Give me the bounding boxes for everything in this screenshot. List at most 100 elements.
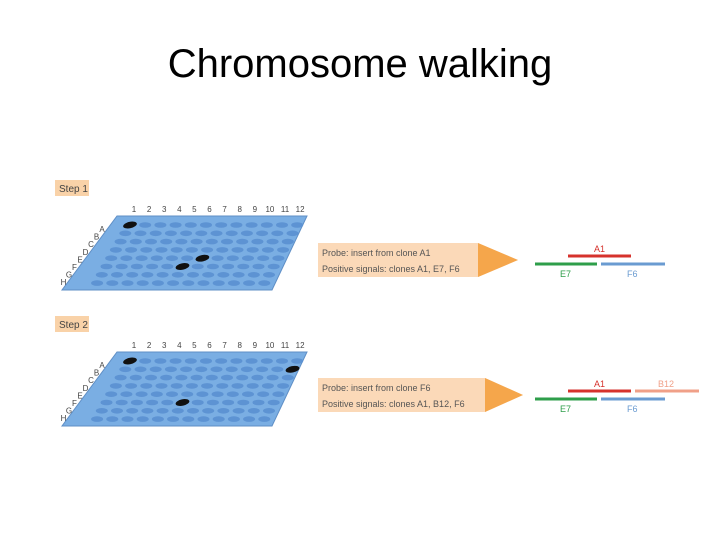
well	[154, 358, 167, 364]
well	[129, 238, 142, 245]
well	[252, 399, 265, 406]
column-number: 2	[147, 341, 152, 350]
well	[216, 247, 229, 253]
column-number: 8	[237, 341, 242, 350]
well	[126, 272, 139, 278]
well	[226, 391, 239, 398]
step-1-probe-arrow	[318, 243, 518, 277]
step-1-probe-text: Probe: insert from clone A1	[322, 248, 431, 258]
well	[232, 408, 245, 414]
row-letter: E	[77, 255, 82, 264]
positive-well	[175, 263, 190, 270]
well	[140, 383, 153, 389]
column-number: 11	[281, 205, 290, 214]
well	[109, 383, 122, 389]
well	[195, 366, 208, 373]
well	[243, 416, 256, 422]
column-number: 11	[281, 341, 290, 350]
well	[114, 374, 127, 381]
well	[135, 391, 148, 398]
well	[121, 416, 134, 422]
well	[242, 255, 254, 261]
step-1-arrow-head	[478, 243, 518, 277]
well	[120, 255, 133, 261]
well	[221, 374, 233, 381]
step-2-label: Step 2	[59, 320, 88, 331]
well	[139, 222, 152, 228]
well	[242, 391, 254, 398]
well	[261, 383, 274, 389]
well	[164, 230, 177, 237]
well	[182, 280, 195, 286]
well	[225, 230, 238, 237]
well	[171, 408, 184, 414]
row-letter: C	[88, 376, 94, 385]
well	[136, 280, 149, 286]
well	[227, 416, 240, 422]
well	[180, 230, 193, 237]
well	[145, 238, 157, 245]
well	[226, 255, 239, 261]
column-number: 4	[177, 205, 182, 214]
well	[106, 416, 119, 422]
well	[181, 255, 194, 261]
well	[120, 391, 133, 398]
row-letter: A	[99, 225, 105, 234]
well	[151, 280, 164, 286]
well	[236, 238, 249, 245]
clone-e7-label: E7	[560, 404, 571, 414]
well	[260, 358, 273, 364]
well	[227, 280, 240, 286]
well	[156, 272, 169, 278]
step-1-label-box	[55, 180, 89, 196]
well	[184, 222, 197, 228]
well	[170, 383, 183, 389]
well	[286, 230, 299, 237]
well	[100, 399, 113, 406]
well	[154, 222, 167, 228]
step-2-wells	[91, 357, 304, 422]
row-letter: G	[66, 271, 72, 280]
step-1-clone-map: A1 E7 F6	[535, 244, 665, 279]
well	[166, 391, 178, 398]
step-1-label: Step 1	[59, 184, 88, 195]
step-2-clone-map: A1 B12 E7 F6	[535, 379, 699, 414]
positive-well	[195, 254, 210, 262]
well	[252, 263, 265, 270]
well	[231, 247, 244, 253]
column-number: 10	[265, 341, 274, 350]
column-number: 6	[207, 205, 212, 214]
well	[272, 255, 285, 261]
well	[201, 383, 214, 389]
well	[185, 383, 198, 389]
well	[247, 408, 260, 414]
well	[206, 399, 219, 406]
well	[251, 238, 264, 245]
well	[190, 238, 203, 245]
well	[130, 263, 143, 270]
column-number: 7	[222, 205, 227, 214]
row-letter: A	[99, 361, 105, 370]
well	[126, 408, 139, 414]
well	[277, 383, 290, 389]
column-number: 4	[177, 341, 182, 350]
well	[221, 238, 233, 245]
well	[191, 399, 204, 406]
well	[231, 383, 244, 389]
column-number: 9	[253, 205, 258, 214]
well	[184, 358, 197, 364]
column-number: 1	[132, 341, 137, 350]
well	[281, 374, 294, 381]
well	[237, 263, 250, 270]
well	[202, 272, 215, 278]
column-number: 10	[265, 205, 274, 214]
well	[202, 408, 215, 414]
well	[243, 280, 256, 286]
column-number: 6	[207, 341, 212, 350]
positive-well	[123, 221, 137, 229]
well	[205, 374, 218, 381]
well	[160, 238, 173, 245]
well	[125, 247, 138, 253]
